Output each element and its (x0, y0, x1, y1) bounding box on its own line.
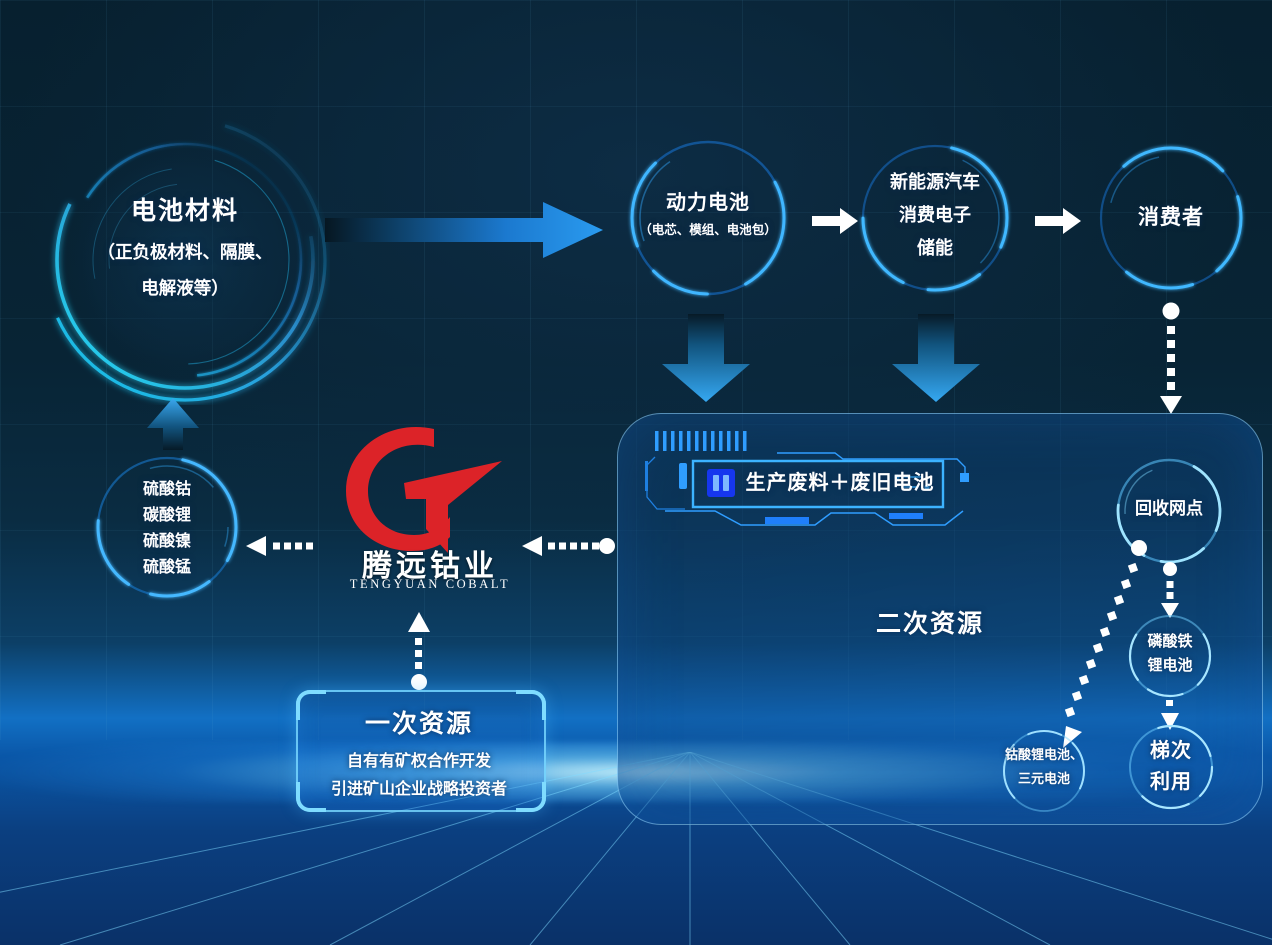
node-lco-ncm-battery: 钴酸锂电池、 三元电池 (1000, 727, 1088, 815)
arrow-dotted-recycle-to-lfp (1150, 561, 1190, 619)
brand-name-cn: 腾远钴业 (362, 550, 498, 583)
node-applications: 新能源汽车 消费电子 储能 (857, 140, 1013, 296)
node-salts: 硫酸钴 碳酸锂 硫酸镍 硫酸锰 (92, 452, 242, 602)
cascade-line2: 利用 (1150, 771, 1192, 793)
banner-text: 生产废料＋废旧电池 (745, 472, 935, 494)
arrow-dotted-recycle-to-lco-ncm (1036, 540, 1156, 780)
salts-line1: 硫酸钴 (142, 481, 191, 498)
salts-line3: 硫酸镍 (142, 533, 191, 550)
applications-line3: 储能 (917, 238, 953, 258)
node-lfp-battery: 磷酸铁 锂电池 (1126, 612, 1214, 700)
power-battery-title: 动力电池 (666, 192, 750, 214)
brand-name-en: TENGYUAN COBALT (349, 577, 511, 591)
arrow-power-battery-to-applications (812, 208, 858, 234)
arrow-down-power-battery (658, 314, 754, 402)
logo-g-arrow-icon (346, 426, 502, 553)
corner-bottom-right (516, 782, 546, 812)
lco-ncm-line1: 钴酸锂电池、 (1004, 747, 1083, 762)
brand-logo: 腾远钴业 TENGYUAN COBALT (330, 425, 530, 605)
node-consumer: 消费者 (1095, 142, 1247, 294)
node-cascade-use: 梯次 利用 (1126, 722, 1216, 812)
salts-line4: 硫酸锰 (142, 559, 191, 576)
arrow-dotted-lfp-to-cascade (1156, 700, 1184, 732)
lfp-line1: 磷酸铁 (1147, 633, 1193, 650)
lco-ncm-line2: 三元电池 (1017, 771, 1070, 786)
corner-bottom-left (296, 782, 326, 812)
arrow-materials-to-power-battery (325, 200, 605, 260)
secondary-resource-title: 二次资源 (875, 610, 984, 638)
banner-production-scrap: 生产废料＋废旧电池 (645, 425, 1035, 530)
cascade-line1: 梯次 (1150, 740, 1192, 762)
power-battery-sub: （电芯、模组、电池包） (639, 223, 777, 237)
battery-materials-sub-line1: （正负极材料、隔膜、 (97, 242, 273, 262)
primary-resource-line1: 自有有矿权合作开发 (346, 753, 491, 770)
node-power-battery: 动力电池 （电芯、模组、电池包） (626, 136, 790, 300)
applications-line2: 消费电子 (899, 205, 971, 225)
arrow-dotted-consumer-to-secondary (1150, 300, 1192, 416)
battery-materials-title: 电池材料 (130, 197, 239, 225)
panel-primary-resource (296, 690, 546, 812)
recycle-network-title: 回收网点 (1135, 499, 1203, 518)
lfp-line2: 锂电池 (1147, 657, 1193, 674)
battery-materials-sub-line2: 电解液等） (141, 278, 229, 298)
node-battery-materials: 电池材料 （正负极材料、隔膜、 电解液等） (40, 115, 330, 405)
corner-top-right (516, 690, 546, 720)
arrow-down-applications (888, 314, 984, 402)
consumer-title: 消费者 (1138, 206, 1204, 229)
corner-top-left (296, 690, 326, 720)
salts-line2: 碳酸锂 (142, 507, 191, 524)
applications-line1: 新能源汽车 (890, 172, 980, 192)
primary-resource-title: 一次资源 (364, 710, 473, 738)
node-recycle-network: 回收网点 (1113, 455, 1225, 567)
arrow-dotted-primary-to-brand (404, 612, 434, 692)
arrow-up-salts-to-materials (145, 398, 201, 454)
primary-resource-line2: 引进矿山企业战略投资者 (330, 781, 507, 798)
arrow-dotted-secondary-to-brand (518, 533, 616, 559)
arrow-dotted-brand-to-salts (240, 533, 318, 559)
arrow-applications-to-consumer (1035, 208, 1081, 234)
